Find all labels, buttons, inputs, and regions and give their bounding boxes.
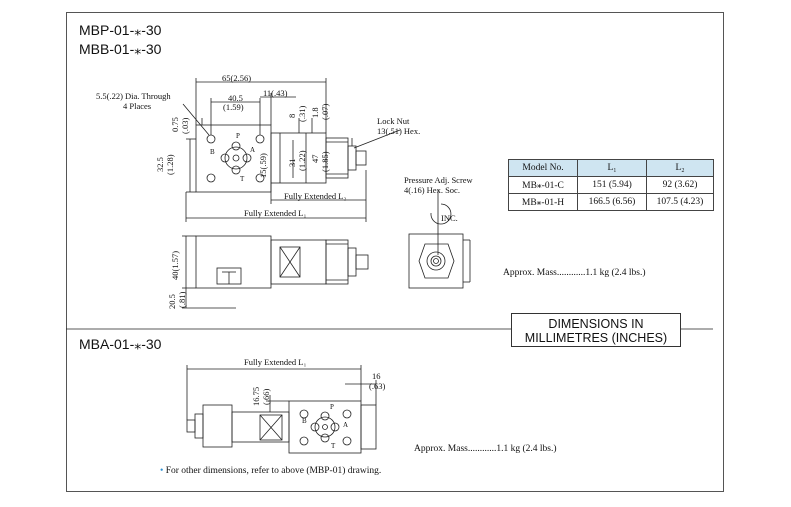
mba-dim-66: (.66) <box>261 388 271 405</box>
dim-03: (.03) <box>180 117 190 134</box>
lock-nut-label: Lock Nut <box>377 116 410 126</box>
dimensions-line-1: DIMENSIONS IN <box>548 317 644 331</box>
footnote: • For other dimensions, refer to above (… <box>160 466 381 476</box>
section-title-mbp: MBP-01-⁎-30 <box>79 22 162 38</box>
mba-port-b: B <box>302 417 307 425</box>
mba-dim-16-75: 16.75 <box>251 386 261 406</box>
port-label-p: P <box>236 132 240 140</box>
header-l1: L₁ <box>577 159 647 177</box>
mba-port-a: A <box>343 421 349 429</box>
mount-hole-4 <box>255 173 265 183</box>
port-p <box>231 141 241 151</box>
dim-07: (.07) <box>320 103 330 120</box>
mba-port-p: P <box>330 403 334 411</box>
fully-extended-l2: Fully Extended L₂ <box>284 191 347 201</box>
dim-40-5: 40.5 <box>228 93 243 103</box>
dim-47: 47 <box>310 154 320 164</box>
hole-note-1: 5.5(.22) Dia. Through <box>96 91 171 101</box>
valve-body-end <box>408 233 464 289</box>
port-cluster <box>224 146 248 170</box>
table-row: MB⁎-01-C 151 (5.94) 92 (3.62) <box>508 176 714 194</box>
adjust-housing-side <box>325 239 349 285</box>
port-t <box>231 165 241 175</box>
cell-l1: 151 (5.94) <box>577 176 647 194</box>
fully-extended-l1: Fully Extended L₁ <box>244 208 307 218</box>
dim-8: 8 <box>287 113 297 118</box>
mount-hole-1 <box>206 134 216 144</box>
dim-20-5: 20.5 <box>167 294 177 309</box>
section-title-mba: MBA-01-⁎-30 <box>79 336 162 352</box>
inc-label: INC. <box>441 213 458 223</box>
dim-32-5: 32.5 <box>155 157 165 172</box>
lock-nut-size: 13(.51) Hex. <box>377 126 421 136</box>
dim-1-59: (1.59) <box>223 102 244 112</box>
mount-hole-3 <box>206 173 216 183</box>
inc-arrow <box>430 203 452 225</box>
model-table: Model No. L₁ L₂ MB⁎-01-C 151 (5.94) 92 (… <box>508 159 714 211</box>
dim-1-28: (1.28) <box>165 154 175 175</box>
mass-top: Approx. Mass............1.1 kg (2.4 lbs.… <box>503 268 646 278</box>
mba-port-t: T <box>331 442 336 450</box>
dim-31b: 31 <box>287 158 297 168</box>
dim-11: 11(.43) <box>263 88 288 98</box>
cell-model: MB⁎-01-H <box>508 193 578 211</box>
lock-nut-top <box>347 145 357 171</box>
port-b <box>220 153 230 163</box>
mount-hole-2 <box>255 134 265 144</box>
section-title-mbb: MBB-01-⁎-30 <box>79 41 162 57</box>
port-a <box>242 153 252 163</box>
drawing-frame <box>66 12 724 492</box>
mba-dim-16: 16 <box>372 371 381 381</box>
footnote-text: For other dimensions, refer to above (MB… <box>165 466 382 476</box>
dim-1-22: (1.22) <box>297 150 307 171</box>
header-l2: L₂ <box>646 159 714 177</box>
dim-65: 65(2.56) <box>222 73 252 83</box>
adjust-screw-top <box>355 150 367 166</box>
adjust-housing-mba <box>202 404 233 448</box>
port-label-b: B <box>210 148 215 156</box>
dim-31: (.31) <box>297 105 307 122</box>
dim-0-75: 0.75 <box>170 117 180 132</box>
dim-40: 40(1.57) <box>170 250 180 280</box>
port-label-t: T <box>240 175 245 183</box>
dim-1-85: (1.85) <box>320 151 330 172</box>
screw-label: Pressure Adj. Screw <box>404 175 473 185</box>
header-model-no: Model No. <box>508 159 578 177</box>
cell-l1: 166.5 (6.56) <box>577 193 647 211</box>
dimensions-line-2: MILLIMETRES (INCHES) <box>524 331 668 345</box>
model-table-header: Model No. L₁ L₂ <box>508 159 714 177</box>
bullet-icon: • <box>160 466 164 476</box>
hole-note-2: 4 Places <box>123 101 152 111</box>
cell-l2: 107.5 (4.23) <box>646 193 714 211</box>
dim-1-8: 1.8 <box>310 107 320 118</box>
hex-end <box>418 243 455 279</box>
mba-dim-63: (.63) <box>369 381 386 391</box>
table-row: MB⁎-01-H 166.5 (6.56) 107.5 (4.23) <box>508 193 714 211</box>
valve-body-mba <box>288 400 362 454</box>
cell-l2: 92 (3.62) <box>646 176 714 194</box>
dimensions-box: DIMENSIONS IN MILLIMETRES (INCHES) <box>511 313 681 347</box>
dim-81: (.81) <box>177 291 187 308</box>
cell-model: MB⁎-01-C <box>508 176 578 194</box>
mba-fully-extended-l1: Fully Extended L₁ <box>244 357 307 367</box>
dim-15: 15(.59) <box>258 153 268 178</box>
mass-bottom: Approx. Mass............1.1 kg (2.4 lbs.… <box>414 444 557 454</box>
valve-body-side <box>195 235 272 289</box>
screw-size: 4(.16) Hex. Soc. <box>404 185 460 195</box>
port-label-a: A <box>250 146 256 154</box>
